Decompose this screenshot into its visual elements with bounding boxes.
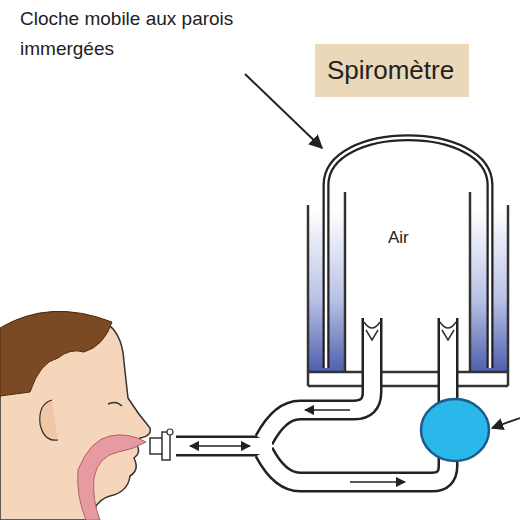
region-label: Air <box>388 228 409 248</box>
title-box: Spiromètre <box>315 44 469 97</box>
tube <box>176 316 448 482</box>
leader-arrow <box>492 418 520 428</box>
mobile-bell <box>326 138 490 368</box>
co2-absorber <box>421 399 489 461</box>
valve <box>364 322 456 340</box>
head-profile <box>0 311 173 520</box>
water-tank <box>308 192 508 386</box>
title-text: Spiromètre <box>327 54 457 87</box>
mobile-bell <box>326 138 490 368</box>
flow-arrow <box>190 410 405 482</box>
tube <box>176 318 448 482</box>
part-label: Cloche mobile aux parois immergées <box>20 4 235 64</box>
leader-arrow <box>245 74 322 148</box>
